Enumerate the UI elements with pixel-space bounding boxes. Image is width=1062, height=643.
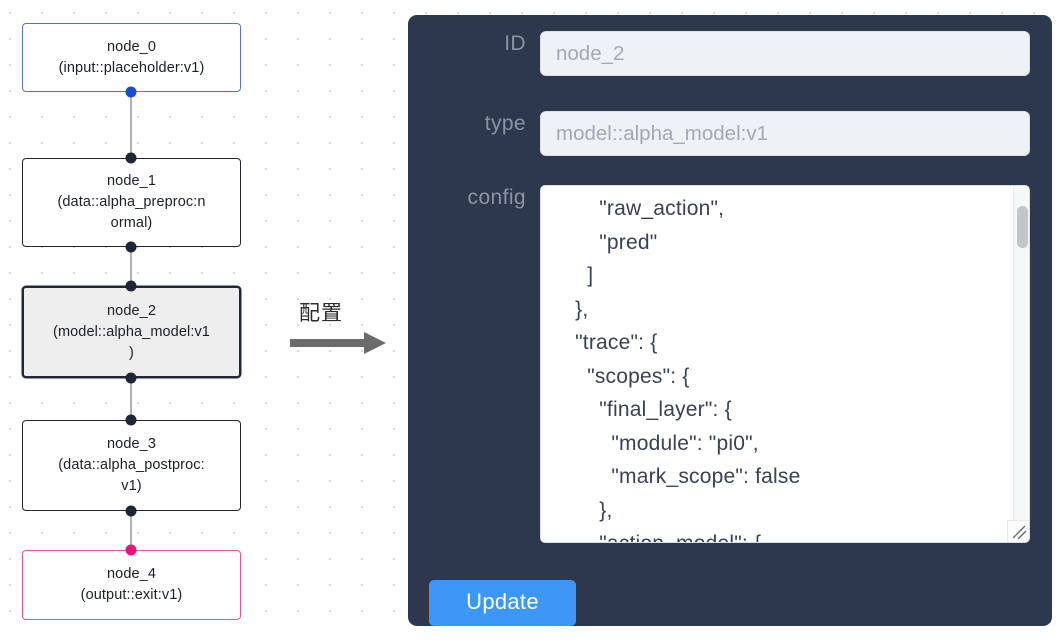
node-subtitle-cont: ) — [129, 344, 134, 361]
node-subtitle: (model::alpha_model:v1 — [53, 323, 210, 340]
edge-node2-node3 — [130, 378, 132, 420]
port-node_1-in[interactable] — [125, 152, 137, 164]
graph-node-node_4[interactable]: node_4 (output::exit:v1) — [22, 550, 241, 620]
node-subtitle: (data::alpha_postproc: — [58, 457, 205, 473]
arrow-right-icon — [290, 331, 390, 360]
node-subtitle-cont: v1) — [121, 478, 142, 494]
graph-node-node_1[interactable]: node_1 (data::alpha_preproc:n ormal) — [22, 158, 241, 247]
port-node_2-out[interactable] — [125, 372, 137, 384]
node-title: node_4 — [107, 566, 156, 582]
edge-node0-node1 — [130, 92, 132, 158]
type-label: type — [484, 112, 526, 135]
node-config-panel: ID node_2 type model::alpha_model:v1 con… — [408, 15, 1052, 626]
annotation-group: 配置 — [290, 297, 400, 359]
type-input[interactable]: model::alpha_model:v1 — [540, 111, 1030, 156]
id-label: ID — [504, 32, 526, 55]
scrollbar-thumb[interactable] — [1017, 206, 1028, 248]
canvas-bottom-strip — [0, 626, 1062, 643]
config-textarea-wrapper[interactable]: "raw_action", "pred" ] }, "trace": { "sc… — [540, 185, 1030, 543]
node-subtitle: (input::placeholder:v1) — [58, 59, 205, 76]
field-row-id: ID node_2 — [408, 31, 1052, 76]
port-node_4-in[interactable] — [125, 544, 137, 556]
port-node_2-in[interactable] — [125, 280, 137, 292]
node-subtitle: (data::alpha_preproc:n — [57, 194, 206, 210]
annotation-label: 配置 — [299, 302, 343, 325]
node-title: node_2 — [107, 302, 156, 319]
vertical-scrollbar[interactable] — [1013, 186, 1029, 531]
graph-node-node_2[interactable]: node_2 (model::alpha_model:v1 ) — [22, 286, 241, 378]
node-subtitle: (output::exit:v1) — [80, 587, 183, 603]
port-node_3-in[interactable] — [125, 414, 137, 426]
edge-node1-node2 — [130, 247, 132, 286]
port-node_0-out[interactable] — [125, 86, 137, 98]
port-node_1-out[interactable] — [125, 241, 137, 253]
config-label: config — [467, 186, 526, 209]
resize-handle-icon[interactable] — [1007, 520, 1029, 542]
edge-node3-node4 — [130, 511, 132, 550]
config-textarea[interactable]: "raw_action", "pred" ] }, "trace": { "sc… — [575, 197, 801, 542]
update-button[interactable]: Update — [429, 580, 576, 626]
node-subtitle-cont: ormal) — [110, 215, 153, 231]
port-node_3-out[interactable] — [125, 505, 137, 517]
graph-node-node_3[interactable]: node_3 (data::alpha_postproc: v1) — [22, 420, 241, 511]
id-input[interactable]: node_2 — [540, 31, 1030, 76]
node-title: node_0 — [107, 38, 156, 55]
node-title: node_3 — [107, 436, 156, 452]
node-title: node_1 — [107, 173, 156, 189]
field-row-type: type model::alpha_model:v1 — [408, 111, 1052, 156]
field-row-config: config "raw_action", "pred" ] }, "trace"… — [408, 185, 1052, 543]
graph-node-node_0[interactable]: node_0 (input::placeholder:v1) — [22, 23, 241, 92]
